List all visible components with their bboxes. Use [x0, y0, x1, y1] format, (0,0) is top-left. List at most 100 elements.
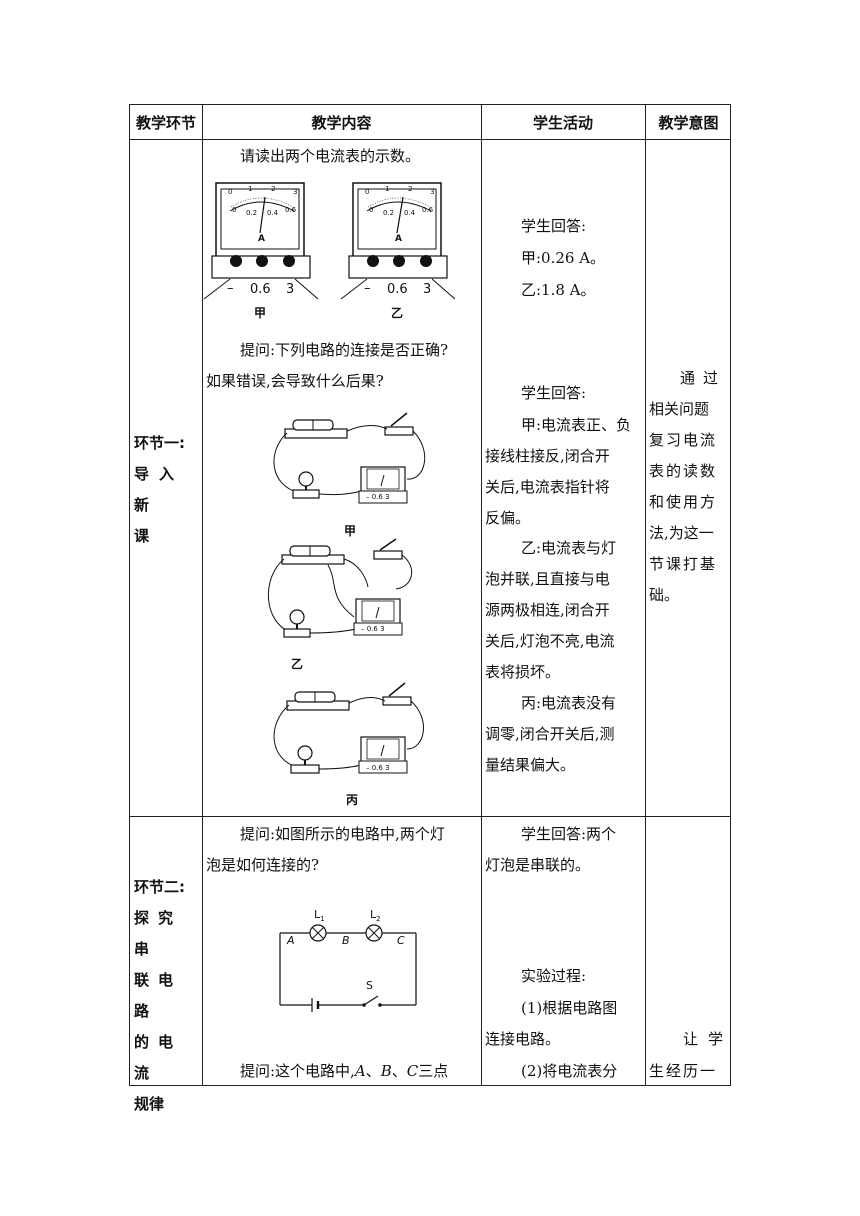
meter-lower-tick: 0.6	[422, 206, 434, 214]
activity-line: 接线柱接反,闭合开	[485, 447, 610, 465]
activity-answer1-jia: 甲:0.26 A。	[521, 249, 606, 267]
intent-line: 复习电流	[649, 431, 718, 449]
activity2-step2-line1: (2)将电流表分	[521, 1062, 618, 1080]
activity-line: 乙:电流表与灯	[521, 539, 617, 557]
meter-caption-jia: 甲	[254, 306, 267, 320]
section2-label-line: 环节二:	[134, 878, 185, 896]
activity-answer1-yi: 乙:1.8 A。	[521, 281, 596, 299]
point-label-b: B	[342, 934, 350, 947]
meter-lower-tick: 0.6	[285, 206, 297, 214]
circuit-bing-figure	[273, 682, 424, 774]
prompt-circuits-line1: 提问:下列电路的连接是否正确?	[240, 341, 449, 359]
meter-lower-tick: 0.4	[404, 209, 416, 217]
prompt-series-line2: 泡是如何连接的?	[206, 856, 320, 874]
meter-terminal-neg: –	[364, 281, 371, 296]
activity-answer1-title: 学生回答:	[521, 217, 587, 235]
activity-line: 量结果偏大。	[485, 756, 576, 774]
activity-line: 表将损坏。	[485, 663, 561, 681]
header-content: 教学内容	[311, 113, 372, 132]
activity-line: 甲:电流表正、负	[521, 416, 632, 434]
activity-line: 调零,闭合开关后,测	[485, 725, 615, 743]
meter-upper-tick: 2	[271, 185, 276, 193]
prompt-abc-points: 提问:这个电路中,A、B、C三点	[240, 1062, 449, 1080]
header-intent: 教学意图	[658, 113, 719, 132]
col-divider	[481, 105, 482, 1085]
activity-line: 丙:电流表没有	[521, 694, 617, 712]
activity2-exp-title: 实验过程:	[521, 967, 587, 985]
intent-line: 础。	[649, 586, 680, 604]
meter-lower-tick: 0.4	[267, 209, 279, 217]
intent-line: 和使用方	[649, 493, 718, 511]
meter-upper-tick: 2	[408, 185, 413, 193]
meter-terminal-3: 3	[286, 282, 295, 297]
activity2-answer-line2: 灯泡是串联的。	[485, 856, 591, 874]
section2-label-line: 探究串	[134, 909, 183, 958]
intent2-line: 生经历一	[649, 1062, 718, 1080]
meter-upper-tick: 1	[248, 185, 253, 193]
section2-label-line: 的电流	[134, 1033, 183, 1082]
meter-lower-tick: 0	[369, 206, 374, 214]
circuit-caption-jia: 甲	[344, 524, 357, 538]
section2-label-line: 联电路	[134, 971, 183, 1020]
section1-label-line: 环节一:	[134, 434, 185, 452]
meter-lower-tick: 0	[232, 206, 237, 214]
row-divider	[130, 816, 730, 817]
meter-terminal-3: 3	[423, 282, 432, 297]
prompt-circuits-line2: 如果错误,会导致什么后果?	[206, 372, 384, 390]
activity2-step1-line1: (1)根据电路图	[521, 999, 618, 1017]
activity-line: 关后,灯泡不亮,电流	[485, 632, 615, 650]
section2-label-line: 规律	[134, 1095, 165, 1113]
meter-upper-tick: 3	[430, 188, 435, 196]
intent-line: 节课打基	[649, 555, 718, 573]
meter-upper-tick: 1	[385, 185, 390, 193]
meter-terminal-06: 0.6	[250, 282, 271, 297]
meter-terminal-06: 0.6	[387, 282, 408, 297]
intent2-line: 让学	[683, 1030, 734, 1048]
activity-line: 反偏。	[485, 509, 531, 527]
meter-upper-tick: 0	[365, 188, 370, 196]
meter-upper-tick: 0	[228, 188, 233, 196]
header-activity: 学生活动	[532, 113, 593, 132]
intent-line: 通过	[680, 369, 727, 387]
series-circuit-diagram	[279, 924, 417, 1012]
section1-label: 环节一: 导入新 课	[134, 428, 198, 552]
lamp-label-l1: L1	[314, 908, 325, 924]
activity2-step1-line2: 连接电路。	[485, 1030, 561, 1048]
intent-line: 法,为这一	[649, 524, 714, 542]
point-label-a: A	[287, 934, 295, 947]
meter-caption-yi: 乙	[391, 306, 404, 320]
point-label-c: C	[397, 934, 405, 947]
meter-unit: A	[395, 234, 402, 244]
circuit-jia-figure	[273, 412, 426, 504]
row-divider	[130, 139, 730, 140]
circuit-caption-yi: 乙	[291, 657, 304, 671]
meter-lower-tick: 0.2	[383, 209, 395, 217]
meter-lower-tick: 0.2	[246, 209, 258, 217]
mini-meter-terminals: – 0.6 3	[366, 493, 390, 501]
circuit-caption-bing: 丙	[346, 793, 359, 807]
col-divider	[202, 105, 203, 1085]
meter-upper-tick: 3	[293, 188, 298, 196]
activity-line: 源两极相连,闭合开	[485, 601, 610, 619]
circuit-yi-figure	[267, 538, 413, 638]
mini-meter-terminals: – 0.6 3	[361, 625, 385, 633]
prompt-series-line1: 提问:如图所示的电路中,两个灯	[240, 825, 445, 843]
section1-label-line: 课	[134, 527, 150, 545]
switch-label-s: S	[366, 979, 373, 992]
meter-terminal-neg: –	[227, 281, 234, 296]
activity-answer2-title: 学生回答:	[521, 384, 587, 402]
activity-line: 关后,电流表指针将	[485, 478, 610, 496]
meter-unit: A	[258, 234, 265, 244]
ammeter-yi-figure	[340, 182, 456, 300]
ammeter-jia-figure	[203, 182, 319, 300]
prompt-read-meters: 请读出两个电流表的示数。	[240, 147, 421, 165]
intent-line: 表的读数	[649, 462, 718, 480]
lamp-label-l2: L2	[370, 908, 381, 924]
activity2-answer-line1: 学生回答:两个	[521, 825, 617, 843]
section1-label-line: 导入新	[134, 465, 185, 514]
lesson-plan-table: 教学环节 教学内容 学生活动 教学意图 环节一: 导入新 课 请读出两个电流表的…	[129, 104, 734, 1113]
header-stage: 教学环节	[135, 113, 196, 132]
section2-label: 环节二: 探究串 联电路 的电流 规律	[134, 872, 198, 1120]
activity-line: 泡并联,且直接与电	[485, 570, 610, 588]
